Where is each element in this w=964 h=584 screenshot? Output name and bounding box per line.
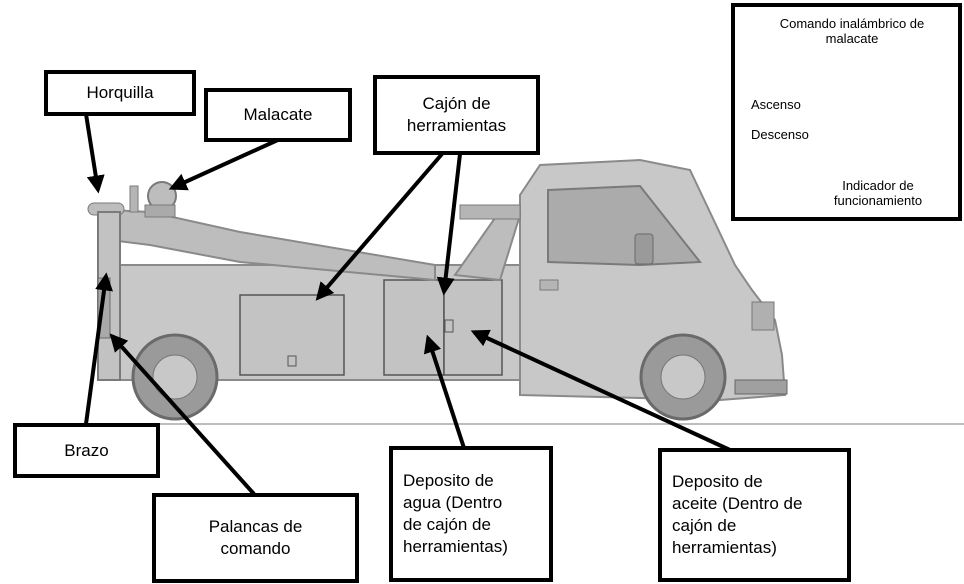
remote-title: Comando inalámbrico de malacate xyxy=(779,16,925,46)
label-cajon: Cajón de herramientas xyxy=(373,75,540,155)
arrow-aceite xyxy=(470,329,731,452)
toolbox-left-latch xyxy=(287,355,297,367)
cab-mirror xyxy=(634,233,654,265)
label-deposito-aceite: Deposito de aceite (Dentro de cajón de h… xyxy=(658,448,851,582)
label-cajon-text: Cajón de herramientas xyxy=(406,94,507,135)
label-brazo-text: Brazo xyxy=(64,440,109,460)
label-deposito-agua-text: Deposito de agua (Dentro de cajón de her… xyxy=(403,471,508,556)
label-malacate-text: Malacate xyxy=(243,105,313,124)
label-palancas-text: Palancas de comando xyxy=(208,517,303,558)
boom-head xyxy=(459,204,521,220)
mast xyxy=(129,185,139,213)
label-brazo: Brazo xyxy=(13,423,160,478)
rear-wheel-hub xyxy=(152,354,198,400)
label-deposito-aceite-text: Deposito de aceite (Dentro de cajón de h… xyxy=(672,472,803,557)
toolbox-oil xyxy=(443,279,503,376)
winch-base xyxy=(144,204,176,218)
arrow-horquilla xyxy=(84,113,105,194)
arrows xyxy=(84,113,731,496)
tow-truck-illustration xyxy=(87,158,788,421)
remote-ascenso-label: Ascenso xyxy=(751,97,801,112)
boom xyxy=(109,208,436,282)
remote-panel xyxy=(731,3,962,221)
arrow-cajon-left xyxy=(315,152,444,301)
remote-indicador-label: Indicador de funcionamiento xyxy=(833,178,923,208)
cab-window xyxy=(547,184,702,267)
arrow-palancas xyxy=(109,333,256,496)
arrow-agua xyxy=(423,334,466,449)
label-palancas: Palancas de comando xyxy=(152,493,359,583)
arrow-malacate xyxy=(168,137,281,191)
door-handle xyxy=(539,279,559,291)
label-horquilla-text: Horquilla xyxy=(86,83,154,102)
toolbox-latch xyxy=(444,319,454,333)
bumper xyxy=(734,379,788,395)
toolbox-water xyxy=(383,279,445,376)
label-horquilla: Horquilla xyxy=(44,70,196,116)
headlight xyxy=(751,301,775,331)
front-wheel-hub xyxy=(660,354,706,400)
label-malacate: Malacate xyxy=(204,88,352,142)
remote-descenso-label: Descenso xyxy=(751,127,809,142)
arrow-cajon-right xyxy=(436,153,462,296)
label-deposito-agua: Deposito de agua (Dentro de cajón de her… xyxy=(389,446,553,582)
toolbox-left xyxy=(239,294,345,376)
arrow-brazo xyxy=(84,272,113,425)
